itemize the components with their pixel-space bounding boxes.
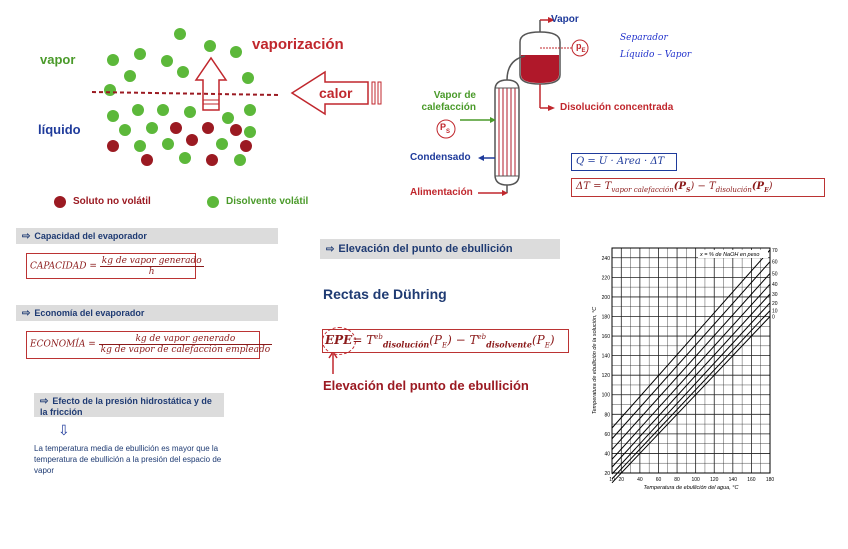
legend-disolvente-dot — [207, 196, 219, 208]
x-tick-label: 10 — [609, 477, 615, 483]
y-tick-label: 20 — [604, 471, 610, 477]
series-line-40 — [611, 283, 771, 460]
y-tick-label: 240 — [602, 256, 611, 262]
series-label-10: 10 — [772, 309, 778, 315]
epe-caption: Elevación del punto de ebullición — [323, 378, 529, 393]
disolucion-concentrada-label: Disolución concentrada — [560, 102, 674, 113]
ps-circle — [436, 119, 456, 139]
y-tick-label: 120 — [602, 373, 611, 379]
series-label-30: 30 — [772, 292, 778, 298]
capacidad-header: ⇨Capacidad del evaporador — [16, 228, 278, 244]
liquid-molecules — [107, 104, 256, 166]
arrow-right-icon: ⇨ — [40, 396, 49, 407]
efecto-text: La temperatura media de ebullición es ma… — [34, 444, 222, 475]
y-tick-label: 100 — [602, 393, 611, 399]
alimentacion-label: Alimentación — [410, 187, 473, 198]
series-label-50: 50 — [772, 271, 778, 277]
y-tick-label: 60 — [604, 432, 610, 438]
series-line-0 — [611, 316, 771, 484]
x-tick-label: 40 — [637, 477, 643, 483]
arrow-right-icon: ⇨ — [326, 244, 335, 255]
condensado-label: Condensado — [410, 152, 471, 163]
vaporizacion-label: vaporización — [252, 36, 344, 53]
x-tick-label: 60 — [656, 477, 662, 483]
flow-arrows — [460, 117, 508, 196]
q-equation: Q = U · Area · ΔT — [576, 156, 665, 167]
vapor-label: vapor — [40, 52, 76, 67]
x-tick-label: 100 — [691, 477, 700, 483]
efecto-header: ⇨Efecto de la presión hidrostática y de … — [34, 393, 224, 417]
y-tick-label: 200 — [602, 295, 611, 301]
calor-label: calor — [319, 85, 353, 101]
y-tick-label: 80 — [604, 412, 610, 418]
series-line-50 — [611, 273, 771, 450]
series-line-70 — [611, 249, 771, 429]
down-arrow-icon: ⇩ — [58, 422, 70, 438]
series-label-40: 40 — [772, 282, 778, 288]
arrow-right-icon: ⇨ — [22, 231, 31, 242]
duhring-title: Rectas de Dühring — [323, 286, 447, 302]
vapor-out-label: Vapor — [551, 14, 579, 25]
series-line-20 — [611, 302, 771, 475]
x-tick-label: 180 — [766, 477, 775, 483]
series-label-0: 0 — [772, 314, 775, 320]
epe-equation: EPE= Tebdisolución(PE) − Tebdisolvente(P… — [325, 333, 555, 350]
ps-label: PS — [440, 122, 451, 135]
pe-label: pE — [576, 41, 586, 54]
arrow-right-icon: ⇨ — [22, 308, 31, 319]
series-label-20: 20 — [772, 301, 778, 307]
handwritten-note-line1: Separador — [620, 33, 668, 43]
vapor-calefaccion-label: Vapor de calefacción — [421, 90, 476, 113]
y-tick-label: 220 — [602, 275, 611, 281]
series-label-60: 60 — [772, 260, 778, 266]
vaporization-graphic — [54, 28, 382, 208]
handwritten-note-line2: Líquido – Vapor — [620, 50, 692, 60]
legend-soluto-label: Soluto no volátil — [73, 196, 151, 207]
x-tick-label: 160 — [747, 477, 756, 483]
q-equation-box: Q = U · Area · ΔT — [571, 153, 677, 171]
x-tick-label: 140 — [729, 477, 738, 483]
heat-exchanger — [494, 55, 526, 193]
series-line-60 — [611, 261, 771, 440]
x-tick-label: 20 — [619, 477, 625, 483]
x-tick-label: 80 — [674, 477, 680, 483]
elevacion-header: ⇨Elevación del punto de ebullición — [320, 239, 560, 259]
liquid-interface — [91, 91, 279, 96]
epe-pointer-arrow — [328, 352, 338, 374]
chart-title: x = % de NaOH en peso — [699, 252, 759, 258]
legend-soluto-dot — [54, 196, 66, 208]
series-line-30 — [611, 293, 771, 468]
series-line-10 — [611, 310, 771, 480]
y-axis-label: Temperatura de ebullición de la solución… — [592, 307, 598, 415]
legend-disolvente-label: Disolvente volátil — [226, 196, 309, 207]
evaporator-diagram — [436, 17, 589, 196]
vaporization-arrow — [194, 56, 228, 111]
liquido-label: líquido — [38, 122, 81, 137]
series-label-70: 70 — [772, 248, 778, 254]
chart-title-bg — [698, 250, 768, 258]
y-tick-label: 140 — [602, 354, 611, 360]
y-tick-label: 40 — [604, 451, 610, 457]
separator-vessel — [519, 17, 589, 111]
x-axis-label: Temperatura de ebullición del agua, °C — [644, 485, 739, 491]
economia-header: ⇨Economía del evaporador — [16, 305, 278, 321]
y-tick-label: 180 — [602, 314, 611, 320]
epe-ellipse — [322, 327, 356, 355]
dt-equation-box: ΔT = Tvapor calefacción(PS) − Tdisolució… — [571, 178, 825, 197]
vapor-molecules — [104, 28, 254, 96]
y-tick-label: 160 — [602, 334, 611, 340]
x-tick-label: 120 — [710, 477, 719, 483]
plot-frame — [611, 247, 771, 474]
heat-arrow — [290, 70, 382, 116]
